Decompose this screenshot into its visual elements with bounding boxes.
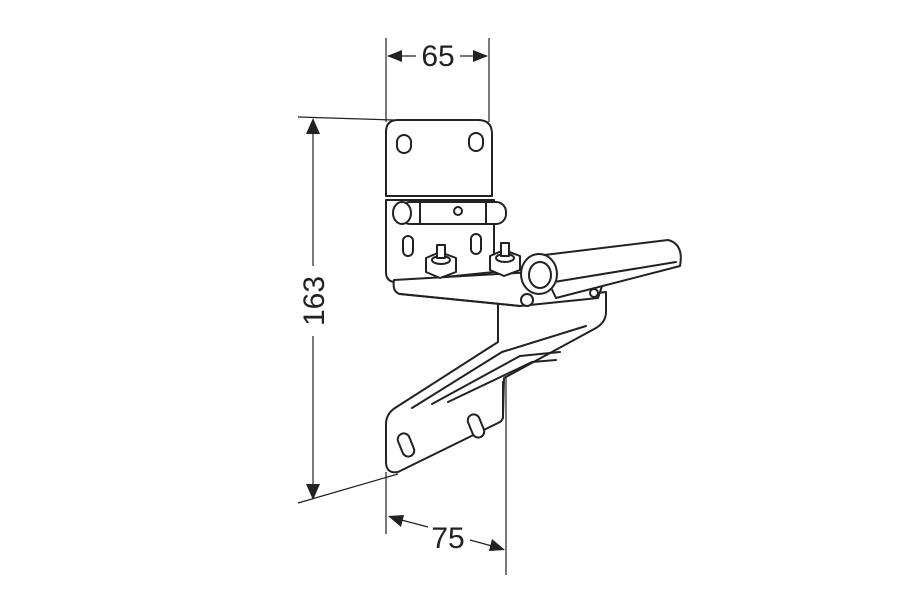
angled-support-arm [385,291,607,474]
hinge-end-cap [392,201,412,225]
tube-bolt [589,288,599,298]
hex-nut-right [489,242,521,277]
arrowhead [489,539,505,551]
arm-groove [447,359,557,403]
bracket-part [385,119,682,474]
tube-body [535,239,682,299]
arrowhead [306,484,320,500]
upper-hole-left [396,134,412,154]
tube-inner-bore [528,261,552,289]
arrowhead [388,515,404,527]
hex-nut-left [425,244,457,279]
arrowhead [306,118,320,134]
middle-slot-right [470,233,482,255]
arrowhead [473,50,488,62]
dimension-label-bottom-depth: 75 [431,522,464,555]
dimension-top-width: 65 [385,38,490,122]
upper-hole-right [468,132,484,152]
arm-groove [431,351,561,405]
extension-line-top [297,116,395,121]
lower-slot-left [396,432,416,458]
base-plate-edge [399,293,521,307]
hinge-pin-hole [453,206,463,216]
hinge-pin [392,201,507,225]
middle-slot-left [402,235,414,257]
tube-highlight-line [547,261,677,284]
tube-lower-pin [520,293,534,307]
lower-slot-right [466,413,486,439]
extension-line-bottom [297,473,399,504]
upper-mounting-plate [385,119,493,197]
arrowhead [387,50,402,62]
hinge-barrel [399,201,507,225]
support-tube [520,239,682,307]
dimension-height: 163 [297,116,399,504]
dimension-label-top-width: 65 [421,40,454,73]
dimension-label-height: 163 [298,276,331,326]
arm-edge-line [411,325,587,409]
